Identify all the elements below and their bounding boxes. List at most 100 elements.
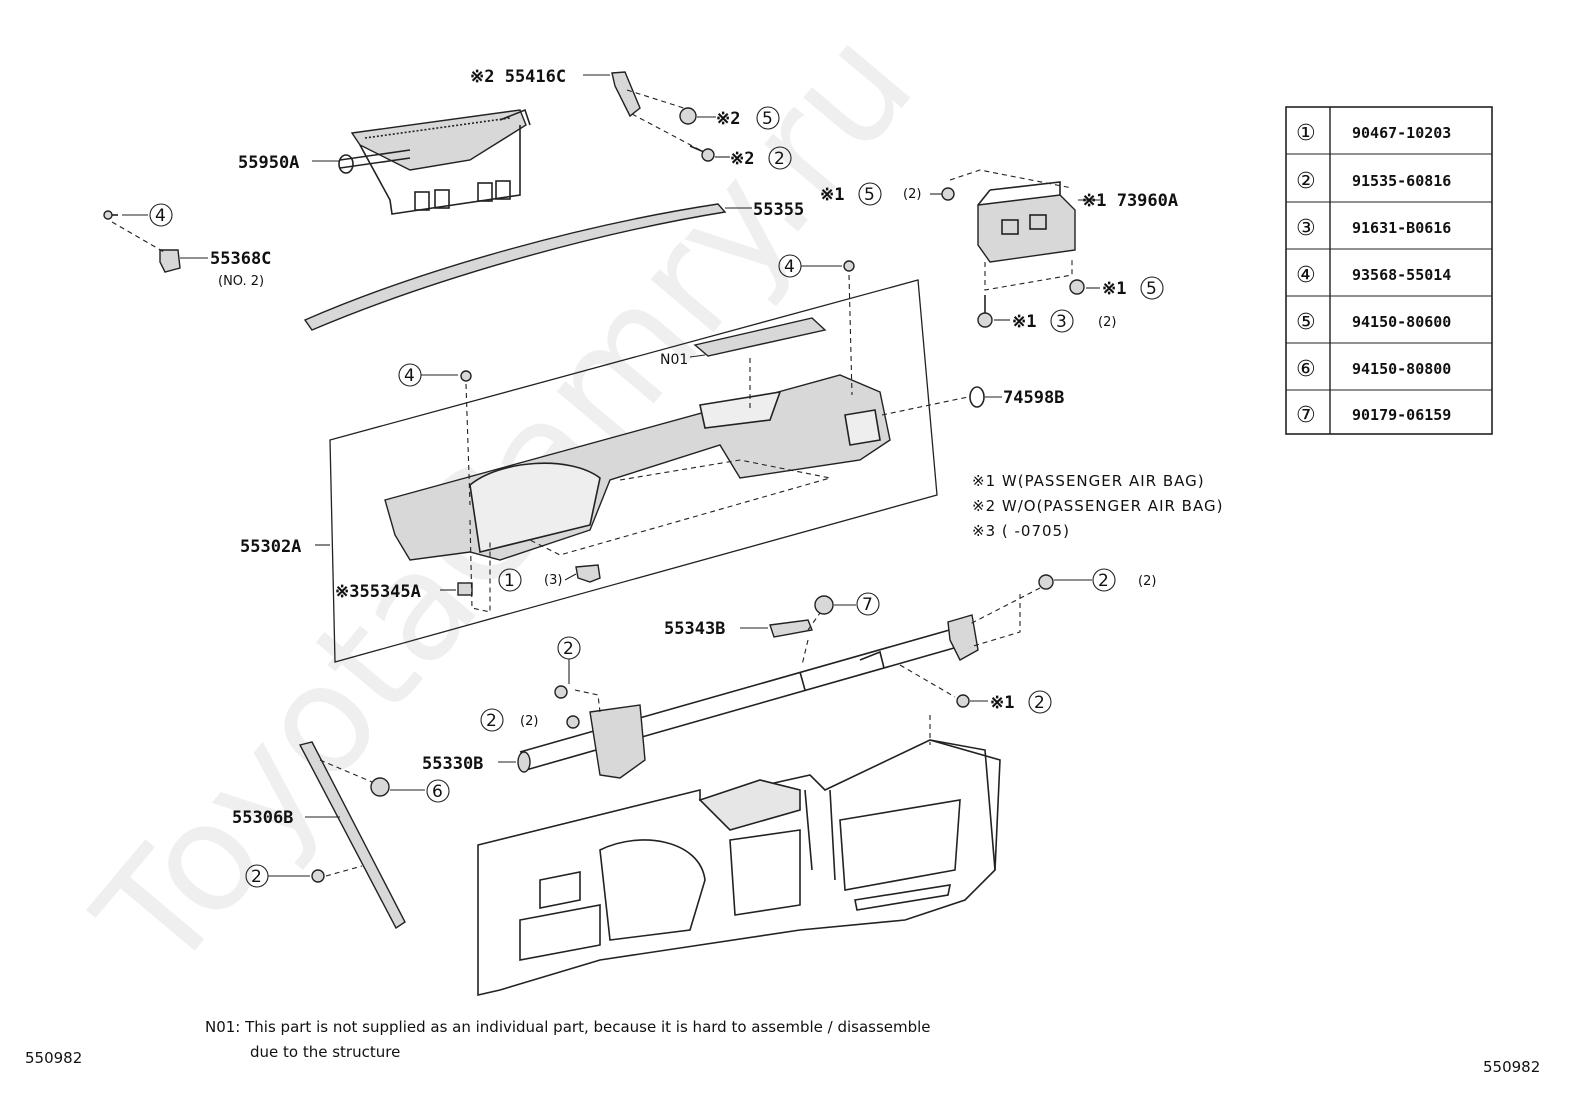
table-ref: ⑦ <box>1296 403 1316 428</box>
callout-circle-3 <box>1050 309 1074 333</box>
table-row: ③ 91631-B0616 <box>1296 216 1451 241</box>
bolt-drawing <box>689 145 715 162</box>
table-row: ② 91535-60816 <box>1296 169 1451 194</box>
callout-prefix: ※2 <box>716 109 740 129</box>
trim-strip-55355-drawing <box>303 203 727 331</box>
airbag-73960a-drawing <box>977 181 1076 263</box>
callout-number: 7 <box>862 595 873 615</box>
footnote-line-2: due to the structure <box>250 1043 400 1061</box>
lower-dash-frame-drawing <box>477 715 1001 997</box>
callout-qty: (2) <box>1138 574 1156 589</box>
label-55330b: 55330B <box>422 754 483 774</box>
label-55368c-sub: (NO. 2) <box>218 274 264 289</box>
callout-circle-4 <box>149 203 173 227</box>
nut-drawing <box>1069 279 1085 295</box>
nut-drawing <box>566 715 580 729</box>
callout-number: 5 <box>864 185 875 205</box>
defroster-nozzle-drawing <box>338 108 531 215</box>
table-part-number: 94150-80800 <box>1352 360 1451 378</box>
callout-number: 2 <box>251 867 262 887</box>
callout-qty: (2) <box>520 714 538 729</box>
callout-circle-5 <box>1140 276 1164 300</box>
callout-number: 5 <box>1146 279 1157 299</box>
callout-circle-1 <box>498 568 522 592</box>
callout-qty: (2) <box>1098 315 1116 330</box>
table-ref: ④ <box>1296 263 1316 288</box>
label-55416c: ※2 55416C <box>470 67 566 87</box>
callout-number: 2 <box>486 711 497 731</box>
brace-55306b-drawing <box>298 741 406 930</box>
diagram-id-left: 550982 <box>25 1049 82 1067</box>
callout-prefix: ※1 <box>1102 279 1126 299</box>
clip-drawing <box>814 595 834 615</box>
callout-number: 6 <box>432 782 443 802</box>
bolt-drawing <box>460 370 472 382</box>
callout-number: 2 <box>1098 571 1109 591</box>
instrument-panel-55302a-drawing <box>329 279 938 663</box>
callout-number: 3 <box>1056 312 1067 332</box>
nut-drawing <box>370 777 390 797</box>
callout-number: 1 <box>504 571 515 591</box>
table-ref: ⑤ <box>1296 310 1316 335</box>
table-ref: ② <box>1296 169 1316 194</box>
legend-note: ※1 W(PASSENGER AIR BAG) <box>972 472 1205 490</box>
callout-prefix: ※1 <box>990 693 1014 713</box>
label-55306b: 55306B <box>232 808 293 828</box>
label-73960a: ※1 73960A <box>1082 191 1178 211</box>
table-ref: ⑥ <box>1296 357 1316 382</box>
diagram-id-right: 550982 <box>1483 1058 1540 1076</box>
callout-number: 5 <box>762 109 773 129</box>
callout-circle-2 <box>1092 568 1116 592</box>
callout-number: 2 <box>563 639 574 659</box>
label-55368c: 55368C <box>210 249 271 269</box>
callout-circle-7 <box>856 592 880 616</box>
bolt-drawing <box>843 260 855 272</box>
footnote-line-1: N01: This part is not supplied as an ind… <box>205 1018 931 1036</box>
callout-prefix: ※1 <box>1012 312 1036 332</box>
callout-prefix: ※2 <box>730 149 754 169</box>
callout-qty: (2) <box>903 187 921 202</box>
callout-number: 4 <box>404 366 415 386</box>
legend-notes: ※1 W(PASSENGER AIR BAG) ※2 W/O(PASSENGER… <box>972 472 1223 540</box>
label-n01: N01 <box>660 352 688 368</box>
label-74598b: 74598B <box>1003 388 1064 408</box>
bolt-drawing <box>956 694 970 708</box>
callout-number: 4 <box>784 257 795 277</box>
table-part-number: 93568-55014 <box>1352 266 1451 284</box>
bracket-55416c-drawing <box>611 71 641 118</box>
table-part-number: 90179-06159 <box>1352 406 1451 424</box>
bolt-drawing <box>554 685 568 699</box>
callout-circle-2 <box>1028 690 1052 714</box>
table-row: ④ 93568-55014 <box>1296 263 1451 288</box>
parts-table: ① 90467-10203 ② 91535-60816 ③ 91631-B061… <box>1285 106 1493 435</box>
reinforcement-55330b-drawing <box>517 614 979 779</box>
table-part-number: 90467-10203 <box>1352 124 1451 142</box>
table-row: ① 90467-10203 <box>1296 121 1451 146</box>
callout-number: 2 <box>1034 693 1045 713</box>
callout-prefix: ※1 <box>820 185 844 205</box>
callout-circle-5 <box>756 106 780 130</box>
callout-qty: (3) <box>544 573 562 588</box>
bolt-drawing <box>311 869 325 883</box>
clip-55368c-drawing <box>103 210 181 273</box>
table-row: ⑥ 94150-80800 <box>1296 357 1451 382</box>
label-55950a: 55950A <box>238 153 299 173</box>
table-part-number: 91535-60816 <box>1352 172 1451 190</box>
bolt-drawing <box>1038 574 1054 590</box>
callout-circle-6 <box>426 779 450 803</box>
label-55345a: ※355345A <box>335 582 421 602</box>
callout-number: 4 <box>155 206 166 226</box>
label-55302a: 55302A <box>240 537 301 557</box>
table-part-number: 91631-B0616 <box>1352 219 1451 237</box>
table-row: ⑦ 90179-06159 <box>1296 403 1451 428</box>
table-ref: ③ <box>1296 216 1316 241</box>
legend-note: ※2 W/O(PASSENGER AIR BAG) <box>972 497 1223 515</box>
bracket-55343b-drawing <box>769 619 813 638</box>
callout-number: 2 <box>774 149 785 169</box>
label-55355: 55355 <box>753 200 804 220</box>
callout-circle-5 <box>858 182 882 206</box>
callout-circle-2 <box>480 708 504 732</box>
table-ref: ① <box>1296 121 1316 146</box>
grommet-drawing <box>969 386 985 408</box>
